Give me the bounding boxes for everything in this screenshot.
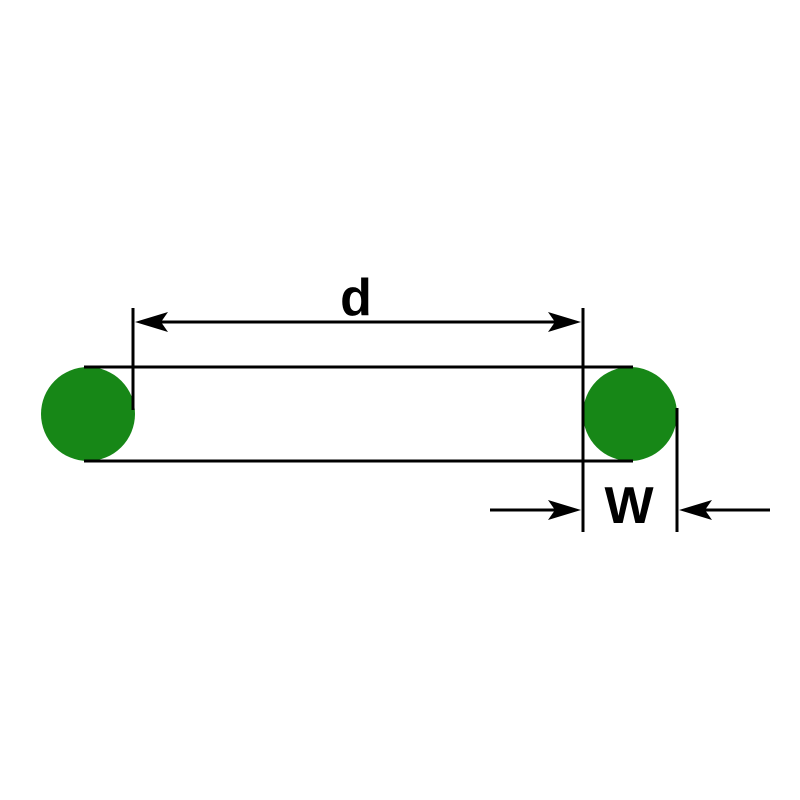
w-arrowhead-left [548,500,581,520]
d-arrowhead-right [548,312,581,332]
d-arrowhead-left [135,312,168,332]
oring-cross-section-left [41,367,135,461]
d-label: d [340,269,372,327]
w-label: W [604,477,654,535]
w-arrowhead-right [679,500,712,520]
oring-cross-section-right [583,367,677,461]
